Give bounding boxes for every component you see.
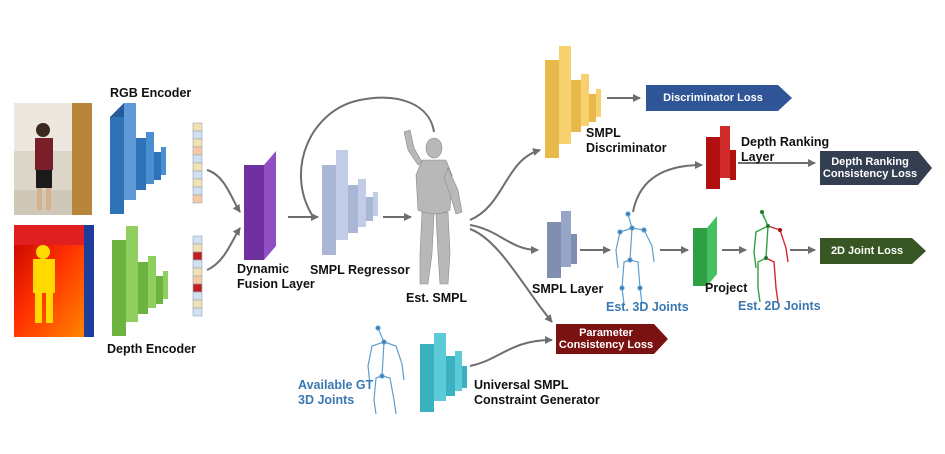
depth-ranking-loss-banner: Depth Ranking Consistency Loss: [820, 151, 932, 185]
depth-encoder-block: [112, 226, 168, 336]
est-smpl-label: Est. SMPL: [406, 291, 468, 305]
parameter-loss-label-line2: Consistency Loss: [558, 339, 654, 351]
rgb-input-image: [14, 103, 92, 215]
depth-ranking-layer-label-line2: Layer: [741, 150, 775, 164]
est-2d-joints-label: Est. 2D Joints: [738, 299, 821, 313]
universal-generator-block: [420, 333, 467, 412]
rgb-encoder-block: [110, 103, 166, 214]
connectors: [206, 94, 816, 367]
joint-2d-loss-label: 2D Joint Loss: [830, 245, 904, 257]
universal-generator-label-line2: Constraint Generator: [474, 393, 600, 407]
parameter-loss-banner: Parameter Consistency Loss: [556, 324, 668, 354]
est-3d-joints-label: Est. 3D Joints: [606, 300, 689, 314]
est-2d-joints-skeleton: [753, 210, 789, 303]
depth-ranking-layer-label-line1: Depth Ranking: [741, 135, 830, 149]
available-gt-label-line2: 3D Joints: [298, 393, 355, 407]
project-block: [693, 216, 717, 286]
smpl-discriminator-label-line1: SMPL: [586, 126, 621, 140]
smpl-layer-label: SMPL Layer: [532, 282, 604, 296]
rgb-encoder-label: RGB Encoder: [110, 86, 192, 100]
depth-encoder-label: Depth Encoder: [107, 342, 196, 356]
joint-2d-loss-banner: 2D Joint Loss: [820, 238, 926, 264]
discriminator-loss-banner: Discriminator Loss: [646, 85, 792, 111]
available-gt-skeleton: [367, 325, 405, 415]
smpl-discriminator-label-line2: Discriminator: [586, 141, 667, 155]
depth-input-image: [14, 225, 94, 337]
smpl-body-mesh: [403, 129, 463, 285]
smpl-regressor-label: SMPL Regressor: [310, 263, 410, 277]
available-gt-label-line1: Available GT: [298, 378, 374, 392]
parameter-loss-label-line1: Parameter: [579, 327, 633, 339]
dynamic-fusion-label-line1: Dynamic: [237, 262, 290, 276]
universal-generator-label-line1: Universal SMPL: [474, 378, 569, 392]
dynamic-fusion-label-line2: Fusion Layer: [237, 277, 315, 291]
depth-ranking-loss-label-line2: Consistency Loss: [822, 168, 918, 180]
depth-feature-vector: [192, 235, 203, 317]
depth-ranking-layer-block: [706, 126, 736, 189]
est-3d-joints-skeleton: [615, 211, 655, 305]
depth-ranking-loss-label-line1: Depth Ranking: [831, 156, 909, 168]
smpl-discriminator-block: [545, 46, 601, 158]
smpl-layer-block: [547, 211, 577, 278]
rgb-feature-vector: [192, 122, 203, 204]
discriminator-loss-label: Discriminator Loss: [663, 92, 763, 104]
dynamic-fusion-layer-block: [244, 151, 276, 260]
project-label: Project: [705, 281, 748, 295]
smpl-regressor-block: [322, 150, 378, 255]
